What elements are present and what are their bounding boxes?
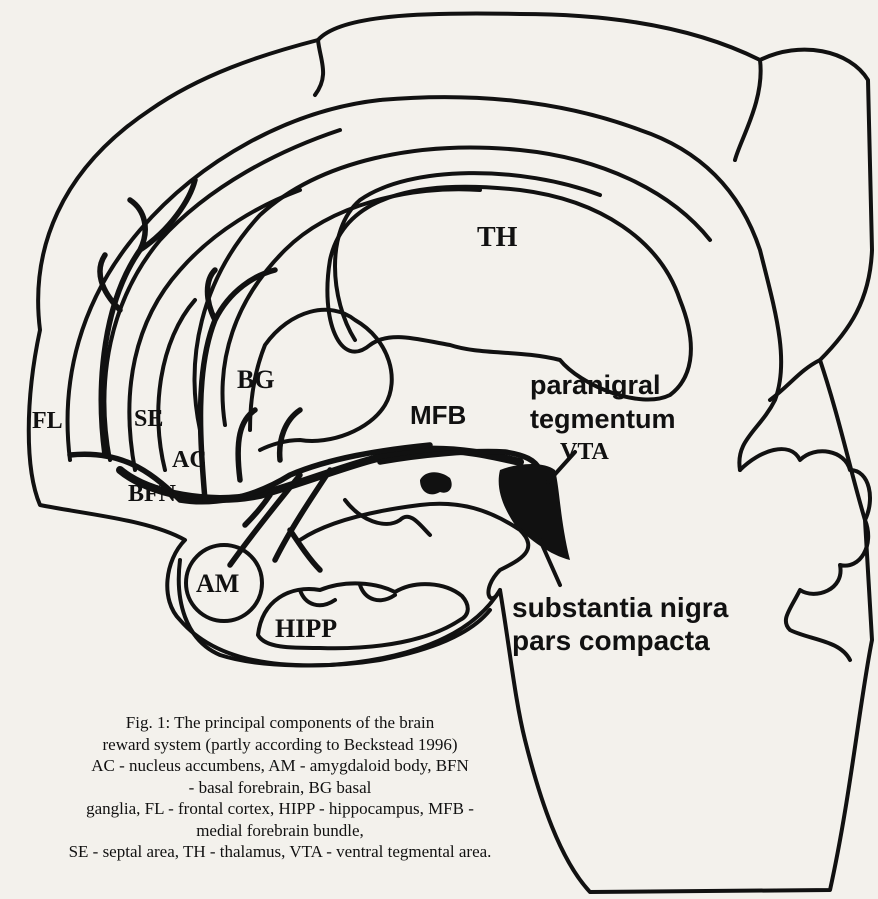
sulcus-line (770, 360, 820, 400)
label-paranigral: paranigral (530, 370, 661, 400)
label-vta: VTA (560, 439, 610, 465)
label-se: SE (134, 406, 163, 432)
label-ac: AC (172, 447, 207, 473)
caption-line: - basal forebrain, BG basal (0, 777, 560, 799)
label-th: TH (477, 222, 518, 253)
caption-line: medial forebrain bundle, (0, 820, 560, 842)
caption-line: SE - septal area, TH - thalamus, VTA - v… (0, 841, 560, 863)
septal-line (158, 300, 195, 470)
vta-region (499, 464, 570, 560)
caption-line: Fig. 1: The principal components of the … (0, 712, 560, 734)
label-mfb: MFB (410, 400, 466, 430)
sulcus-line (735, 60, 761, 160)
label-bfn: BFN (128, 481, 177, 507)
caption-line: AC - nucleus accumbens, AM - amygdaloid … (0, 755, 560, 777)
label-pars-compacta: pars compacta (512, 625, 710, 656)
figure-caption: Fig. 1: The principal components of the … (0, 712, 560, 863)
label-am: AM (196, 569, 239, 598)
dark-nucleus (420, 472, 452, 494)
sulcus-line (315, 40, 323, 95)
caption-line: reward system (partly according to Becks… (0, 734, 560, 756)
label-hipp: HIPP (275, 614, 337, 643)
caption-line: ganglia, FL - frontal cortex, HIPP - hip… (0, 798, 560, 820)
label-tegmentum: tegmentum (530, 404, 676, 434)
label-bg: BG (237, 365, 275, 394)
label-fl: FL (32, 408, 63, 434)
thalamus-outline (327, 187, 691, 400)
cerebellum-outline (740, 449, 870, 660)
label-substantia-nigra: substantia nigra (512, 592, 729, 623)
